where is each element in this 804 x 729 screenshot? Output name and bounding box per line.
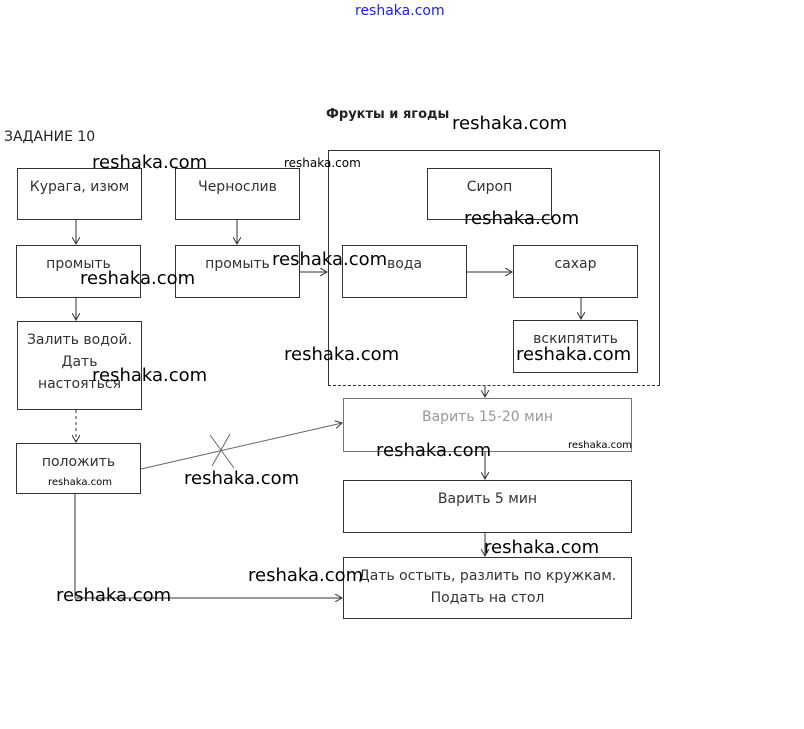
- watermark: reshaka.com: [376, 440, 492, 461]
- box-polozhit: положить: [16, 443, 141, 494]
- box-chernosliv: Чернослив: [175, 168, 300, 220]
- watermark: reshaka.com: [80, 268, 196, 289]
- watermark: reshaka.com: [92, 152, 208, 173]
- watermark: reshaka.com: [284, 344, 400, 365]
- watermark: reshaka.com: [248, 565, 364, 586]
- box-label: Дать остыть, разлить по кружкам. Подать …: [358, 568, 617, 606]
- watermark: reshaka.com: [56, 585, 172, 606]
- watermark-small: reshaka.com: [284, 156, 361, 170]
- box-label: положить: [41, 454, 116, 470]
- box-label: Варить 15-20 мин: [422, 409, 553, 425]
- box-varit-15-20: Варить 15-20 мин: [343, 398, 632, 452]
- arrow: [140, 423, 342, 470]
- box-varit-5: Варить 5 мин: [343, 480, 632, 533]
- header-watermark: reshaka.com: [355, 3, 445, 19]
- box-vskipyatit: вскипятить: [513, 320, 638, 373]
- watermark: reshaka.com: [92, 365, 208, 386]
- box-label: вода: [386, 256, 423, 272]
- watermark: reshaka.com: [484, 537, 600, 558]
- watermark: reshaka.com: [272, 249, 388, 270]
- watermark-small: reshaka.com: [568, 440, 632, 451]
- box-label: промыть: [46, 256, 111, 272]
- box-label: вскипятить: [533, 331, 618, 347]
- box-promyt-2: промыть: [175, 245, 300, 298]
- watermark: reshaka.com: [184, 468, 300, 489]
- box-promyt-1: промыть: [16, 245, 141, 298]
- cross-mark: [209, 434, 235, 469]
- cross-mark: [211, 433, 231, 467]
- watermark: reshaka.com: [452, 113, 568, 134]
- box-sahar: сахар: [513, 245, 638, 298]
- box-dat-ostyt: Дать остыть, разлить по кружкам. Подать …: [343, 557, 632, 619]
- arrow: [74, 494, 342, 598]
- box-label: Сироп: [466, 179, 513, 195]
- box-sirop: Сироп: [427, 168, 552, 220]
- group-title: Фрукты и ягоды: [326, 107, 450, 122]
- box-voda: вода: [342, 245, 467, 298]
- box-zalit: Залить водой. Дать настояться: [17, 321, 142, 410]
- box-label: Залить водой. Дать настояться: [26, 332, 133, 392]
- watermark-small: reshaka.com: [48, 477, 112, 488]
- box-label: Чернослив: [198, 179, 277, 195]
- task-title: ЗАДАНИЕ 10: [4, 129, 96, 145]
- box-kuraga: Курага, изюм: [17, 168, 142, 220]
- watermark: reshaka.com: [516, 344, 632, 365]
- box-label: Варить 5 мин: [437, 491, 538, 507]
- box-label: Курага, изюм: [29, 179, 130, 195]
- box-label: сахар: [554, 256, 597, 272]
- box-label: промыть: [205, 256, 270, 272]
- watermark: reshaka.com: [464, 208, 580, 229]
